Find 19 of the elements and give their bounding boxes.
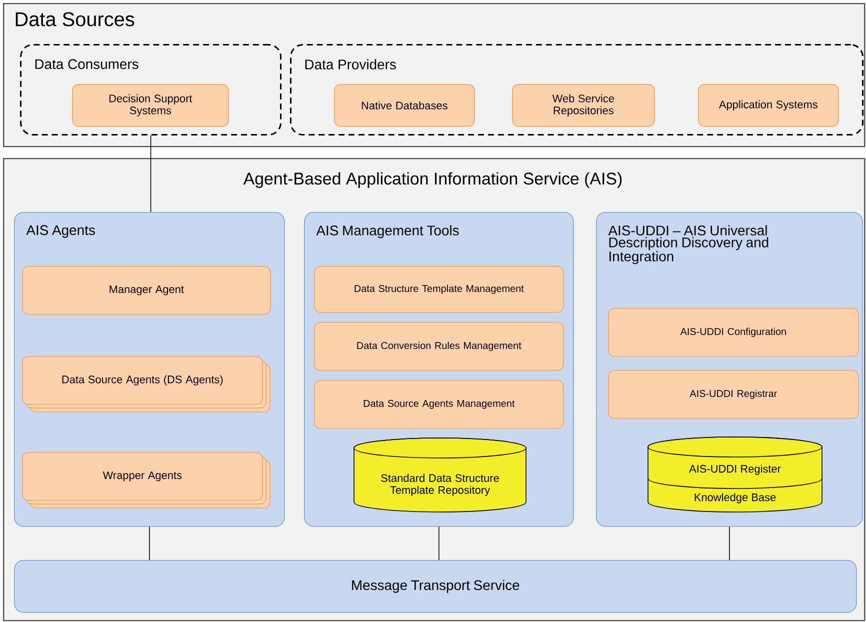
stacked-box: Data Source Agents (DS Agents) bbox=[22, 356, 270, 412]
connector-line bbox=[729, 526, 730, 560]
connector-line bbox=[150, 135, 152, 212]
process-box: Native Databases bbox=[334, 84, 475, 127]
process-box: Data Source Agents Management bbox=[314, 380, 564, 429]
bus-bar: Message Transport Service bbox=[14, 560, 857, 613]
process-box: AIS-UDDI Registrar bbox=[608, 370, 859, 419]
stacked-box: Wrapper Agents bbox=[22, 452, 270, 508]
process-box: Decision Support Systems bbox=[72, 84, 229, 127]
process-box: Web Service Repositories bbox=[512, 84, 655, 127]
process-box: Data Structure Template Management bbox=[314, 266, 564, 313]
connector-line bbox=[149, 526, 150, 560]
process-box: Data Conversion Rules Management bbox=[314, 322, 564, 371]
process-box: AIS-UDDI Configuration bbox=[608, 308, 859, 357]
process-box: Manager Agent bbox=[22, 266, 271, 315]
connector-line bbox=[438, 526, 440, 560]
process-box: Application Systems bbox=[698, 84, 839, 127]
database-cylinder: Standard Data Structure Template Repository bbox=[354, 438, 526, 512]
database-cylinder: AIS-UDDI Register Knowledge Base bbox=[648, 436, 822, 512]
